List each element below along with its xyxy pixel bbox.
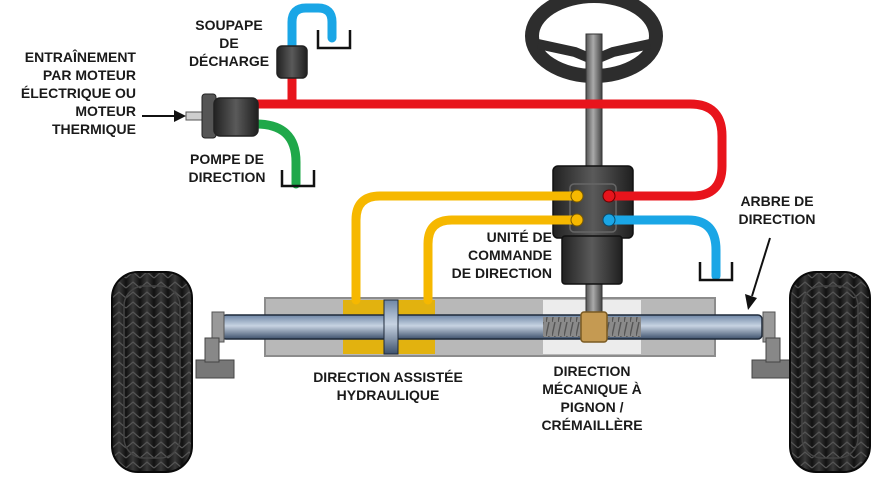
label-line: DIRECTION bbox=[188, 169, 266, 185]
label-steering-shaft: ARBRE DE DIRECTION bbox=[728, 192, 826, 228]
port-red bbox=[602, 189, 616, 203]
cylinder-line-right bbox=[423, 215, 583, 305]
right-knuckle bbox=[751, 311, 791, 379]
label-line: SOUPAPE bbox=[195, 17, 263, 33]
cylinder-line-left bbox=[351, 191, 583, 305]
label-line: ÉLECTRIQUE OU bbox=[20, 85, 136, 101]
shaft-arrow bbox=[745, 237, 771, 310]
label-line: POMPE DE bbox=[190, 151, 264, 167]
label-line: COMMANDE bbox=[468, 247, 552, 263]
steering-pump bbox=[185, 93, 259, 139]
port-yellow-2 bbox=[570, 213, 584, 227]
label-line: MOTEUR bbox=[75, 103, 136, 119]
relief-valve bbox=[276, 45, 308, 79]
label-line: DÉCHARGE bbox=[188, 53, 270, 69]
left-tire bbox=[111, 271, 193, 473]
label-line: ENTRAÎNEMENT bbox=[24, 49, 136, 65]
label-line: UNITÉ DE bbox=[486, 229, 552, 245]
label-line: DE bbox=[219, 35, 239, 51]
label-line: DIRECTION ASSISTÉE bbox=[313, 369, 463, 385]
label-relief-valve: SOUPAPE DE DÉCHARGE bbox=[184, 16, 274, 70]
pressure-line bbox=[251, 99, 727, 201]
reservoir-relief bbox=[316, 30, 352, 50]
label-steering-pump: POMPE DE DIRECTION bbox=[180, 150, 274, 186]
label-control-unit: UNITÉ DE COMMANDE DE DIRECTION bbox=[440, 228, 552, 282]
label-line: DIRECTION bbox=[738, 211, 816, 227]
suction-line bbox=[251, 119, 301, 189]
right-tire bbox=[789, 271, 871, 473]
drive-arrow bbox=[142, 110, 186, 122]
reservoir-pump bbox=[280, 170, 316, 188]
label-line: DIRECTION bbox=[553, 363, 631, 379]
label-line: CRÉMAILLÈRE bbox=[541, 417, 643, 433]
label-line: HYDRAULIQUE bbox=[336, 387, 440, 403]
label-engine-drive: ENTRAÎNEMENT PAR MOTEUR ÉLECTRIQUE OU MO… bbox=[4, 48, 136, 138]
left-knuckle bbox=[195, 311, 235, 379]
label-line: THERMIQUE bbox=[52, 121, 136, 137]
reservoir-unit bbox=[698, 262, 734, 282]
label-line: PIGNON / bbox=[560, 399, 624, 415]
control-unit bbox=[552, 165, 634, 285]
piston bbox=[383, 299, 399, 355]
port-blue bbox=[602, 213, 616, 227]
label-line: MÉCANIQUE À bbox=[542, 381, 642, 397]
label-hydraulic-assist: DIRECTION ASSISTÉE HYDRAULIQUE bbox=[298, 368, 478, 404]
label-line: DE DIRECTION bbox=[451, 265, 552, 281]
relief-return-line bbox=[287, 3, 337, 53]
label-line: ARBRE DE bbox=[740, 193, 814, 209]
pinion-gear bbox=[580, 311, 608, 343]
label-rack-pinion: DIRECTION MÉCANIQUE À PIGNON / CRÉMAILLÈ… bbox=[526, 362, 658, 434]
label-line: PAR MOTEUR bbox=[42, 67, 136, 83]
port-yellow-1 bbox=[570, 189, 584, 203]
return-line bbox=[603, 215, 721, 281]
